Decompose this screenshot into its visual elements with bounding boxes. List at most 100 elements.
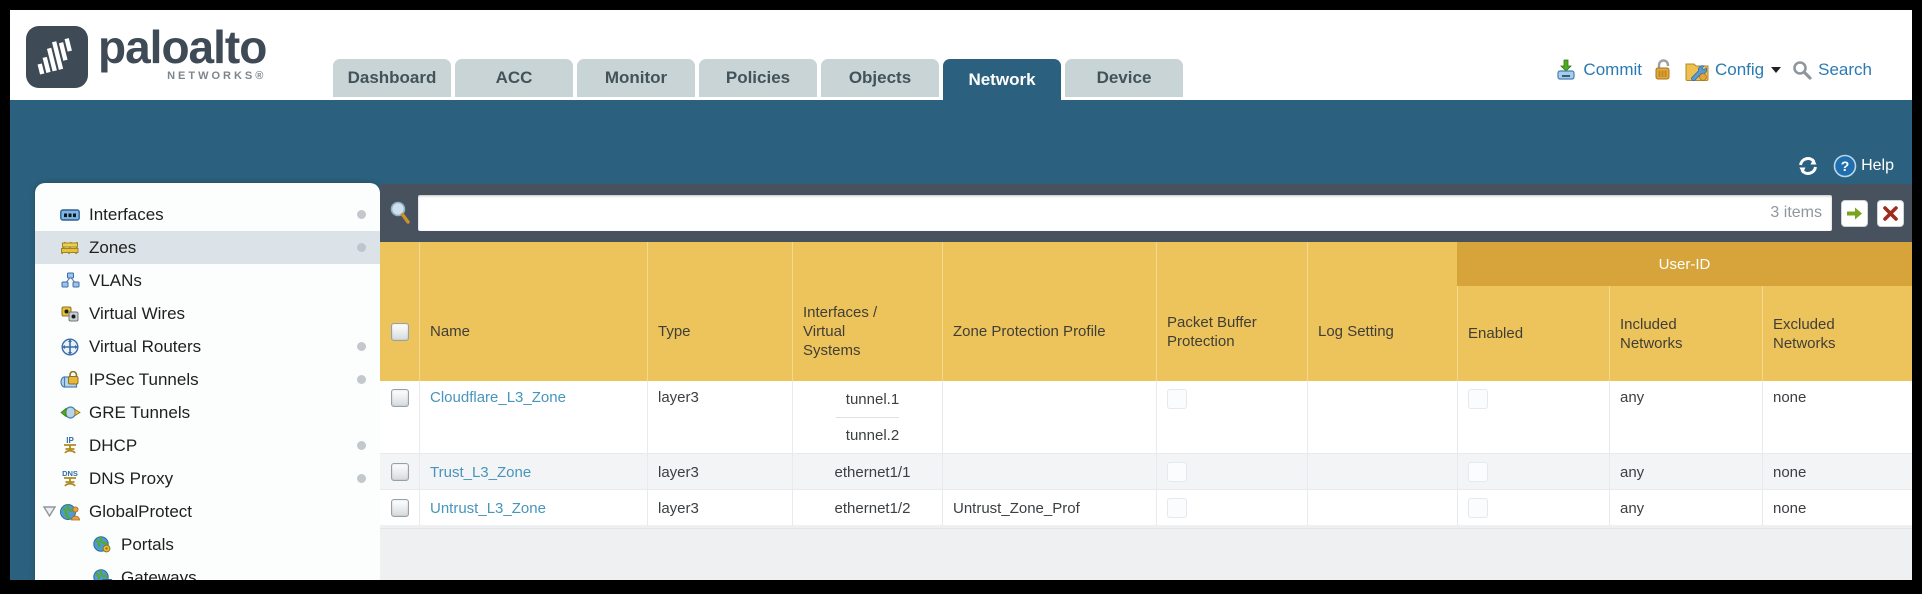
- sidebar-item-label: GlobalProtect: [89, 501, 192, 521]
- column-header-type[interactable]: Type: [647, 242, 792, 381]
- row-checkbox[interactable]: [390, 463, 409, 481]
- tab-dashboard[interactable]: Dashboard: [333, 59, 451, 97]
- zone-name-link[interactable]: Cloudflare_L3_Zone: [430, 389, 566, 406]
- user-id-enabled-checkbox[interactable]: [1468, 498, 1488, 518]
- svg-text:IP: IP: [66, 436, 74, 445]
- zone-protection-profile-cell: Untrust_Zone_Prof: [942, 490, 1156, 526]
- tab-network[interactable]: Network: [943, 59, 1061, 100]
- gateways-icon: [91, 568, 113, 580]
- clear-filter-button[interactable]: [1877, 199, 1904, 227]
- sidebar-item-zones[interactable]: Zones: [35, 231, 380, 264]
- config-icon: [1685, 63, 1709, 81]
- top-actions: Commit Config: [1554, 58, 1872, 82]
- commit-label: Commit: [1583, 60, 1642, 79]
- commit-button[interactable]: Commit: [1554, 58, 1642, 82]
- tab-device[interactable]: Device: [1065, 59, 1183, 97]
- config-menu-button[interactable]: Config: [1684, 58, 1782, 82]
- brand-subname: NETWORKS®: [167, 70, 267, 82]
- zone-type-cell: layer3: [647, 490, 792, 526]
- tab-objects[interactable]: Objects: [821, 59, 939, 97]
- sidebar-item-globalprotect[interactable]: GlobalProtect: [35, 495, 380, 528]
- column-header-log-setting[interactable]: Log Setting: [1307, 242, 1457, 381]
- tree-expander-icon[interactable]: [39, 506, 59, 517]
- help-button[interactable]: ? Help: [1833, 154, 1894, 178]
- user-id-enabled-checkbox[interactable]: [1468, 462, 1488, 482]
- select-all-checkbox[interactable]: [390, 322, 409, 341]
- commit-icon: [1557, 59, 1576, 80]
- log-setting-cell: [1307, 381, 1457, 453]
- packet-buffer-protection-cell: [1156, 490, 1307, 526]
- filter-input[interactable]: [418, 204, 1771, 222]
- help-icon: ?: [1833, 154, 1857, 178]
- packet-buffer-checkbox[interactable]: [1167, 389, 1187, 409]
- select-all-cell: [380, 242, 419, 381]
- packet-buffer-checkbox[interactable]: [1167, 498, 1187, 518]
- table-row-untrust-l3-zone: Untrust_L3_Zone layer3 ethernet1/2 Untrust_…: [380, 489, 1912, 526]
- row-select-cell: [380, 490, 419, 526]
- user-id-enabled-checkbox[interactable]: [1468, 389, 1488, 409]
- interface-value: tunnel.1: [845, 390, 900, 408]
- gre-tunnels-icon: [59, 403, 81, 423]
- logo-text: paloalto NETWORKS®: [98, 18, 267, 82]
- excluded-networks-cell: none: [1762, 490, 1912, 526]
- band-actions: ? Help: [1795, 154, 1894, 178]
- zone-protection-profile-cell: [942, 454, 1156, 490]
- group-header-user-id: User-ID: [1457, 242, 1912, 286]
- config-label: Config: [1714, 60, 1765, 79]
- column-header-excluded-networks[interactable]: Excluded Networks: [1762, 286, 1912, 381]
- column-header-enabled[interactable]: Enabled: [1457, 286, 1609, 381]
- sidebar-item-gateways[interactable]: Gateways: [35, 561, 380, 580]
- excluded-networks-cell: none: [1762, 454, 1912, 490]
- sidebar-item-label: Virtual Wires: [89, 303, 186, 323]
- apply-filter-button[interactable]: [1841, 199, 1868, 227]
- vlans-icon: [59, 271, 81, 291]
- sidebar-item-interfaces[interactable]: Interfaces: [35, 198, 380, 231]
- row-select-cell: [380, 381, 419, 453]
- sidebar-item-label: Portals: [121, 534, 174, 554]
- column-header-zone-protection-profile[interactable]: Zone Protection Profile: [942, 242, 1156, 381]
- refresh-icon[interactable]: [1795, 154, 1821, 178]
- sidebar-item-portals[interactable]: Portals: [35, 528, 380, 561]
- column-header-packet-buffer-protection[interactable]: Packet Buffer Protection: [1156, 242, 1307, 381]
- sidebar-item-virtual-wires[interactable]: Virtual Wires: [35, 297, 380, 330]
- sidebar-item-vlans[interactable]: VLANs: [35, 264, 380, 297]
- column-header-interfaces-virtual-systems[interactable]: Interfaces / Virtual Systems: [792, 242, 942, 381]
- row-select-cell: [380, 454, 419, 490]
- column-header-name[interactable]: Name: [419, 242, 647, 381]
- interfaces-cell: ethernet1/2: [792, 490, 942, 526]
- portals-icon: [91, 535, 113, 555]
- included-networks-cell: any: [1609, 454, 1762, 490]
- sidebar-item-label: DNS Proxy: [89, 468, 174, 488]
- lock-icon[interactable]: [1652, 58, 1674, 82]
- zone-name-cell: Trust_L3_Zone: [419, 454, 647, 490]
- log-setting-cell: [1307, 490, 1457, 526]
- sidebar-item-ipsec-tunnels[interactable]: IPSec Tunnels: [35, 363, 380, 396]
- tab-policies[interactable]: Policies: [699, 59, 817, 97]
- packet-buffer-checkbox[interactable]: [1167, 462, 1187, 482]
- zone-name-link[interactable]: Untrust_L3_Zone: [430, 499, 546, 517]
- tab-acc[interactable]: ACC: [455, 59, 573, 97]
- interface-value: ethernet1/1: [834, 463, 911, 481]
- items-count: 3 items: [1770, 204, 1822, 221]
- status-dot: [357, 375, 366, 384]
- sidebar-item-label: Virtual Routers: [89, 336, 202, 356]
- red-x-icon: [1883, 205, 1898, 221]
- tab-monitor[interactable]: Monitor: [577, 59, 695, 97]
- filter-bar: 3 items: [380, 184, 1912, 242]
- search-button[interactable]: Search: [1791, 59, 1872, 81]
- status-dot: [357, 342, 366, 351]
- zone-name-link[interactable]: Trust_L3_Zone: [430, 463, 532, 481]
- column-header-included-networks[interactable]: Included Networks: [1609, 286, 1762, 381]
- row-checkbox[interactable]: [390, 389, 409, 407]
- interface-value: ethernet1/2: [834, 499, 911, 517]
- sidebar-item-gre-tunnels[interactable]: GRE Tunnels: [35, 396, 380, 429]
- row-checkbox[interactable]: [390, 499, 409, 517]
- interfaces-icon: [59, 205, 81, 225]
- sidebar-item-virtual-routers[interactable]: Virtual Routers: [35, 330, 380, 363]
